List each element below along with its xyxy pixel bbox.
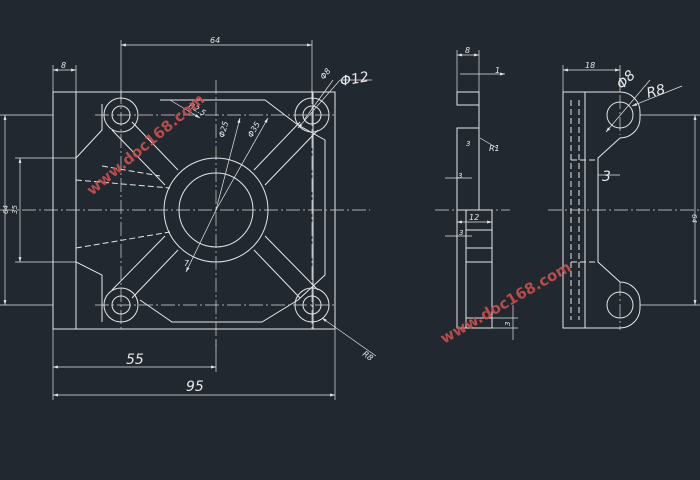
- side-outline: [562, 91, 641, 329]
- sect-dim-r1: R1: [489, 144, 500, 153]
- sect-dim-8: 8: [465, 46, 470, 55]
- bolt-hole-bottom-left: [103, 287, 139, 323]
- central-boss-outer: [163, 157, 269, 263]
- dim-phi12: Φ12: [339, 69, 370, 90]
- sect-dim-1: 1: [495, 66, 500, 75]
- bolt-hole-bottom-right: [294, 287, 330, 323]
- dim-7: 7: [184, 259, 190, 268]
- dim-35: 35: [11, 205, 19, 214]
- dim-phi8: Φ8: [318, 67, 332, 82]
- side-view: 18 Φ8 R8 3 64: [548, 61, 700, 330]
- side-hole-bottom: [606, 291, 634, 319]
- section-view: 8 1 R1 3 3 12 3 3: [435, 46, 518, 340]
- rib-outline-right: [139, 99, 326, 323]
- side-dim-3: 3: [602, 169, 611, 185]
- dim-r8-front: R8: [361, 349, 375, 362]
- side-hole-top: [606, 101, 634, 129]
- watermark-2: www.doc168.com: [437, 258, 574, 348]
- dim-64-top: 64: [210, 36, 220, 45]
- dim-64-left: 64: [2, 205, 10, 214]
- front-view: 64 8 Φ12 Φ8 R2.5 Φ25 Φ35 7 R8 64 35: [0, 36, 377, 400]
- dim-55: 55: [126, 352, 144, 368]
- side-dim-phi8: Φ8: [614, 67, 639, 92]
- dim-8-top: 8: [61, 61, 66, 70]
- hidden-line-2: [75, 231, 171, 249]
- sect-dim-3d: 3: [504, 322, 512, 326]
- dim-phi35: Φ35: [246, 120, 262, 139]
- side-dim-64: 64: [690, 214, 698, 223]
- sect-dim-12: 12: [469, 213, 479, 222]
- sect-dim-3c: 3: [459, 229, 463, 237]
- sect-dim-3b: 3: [458, 172, 462, 180]
- side-dim-18: 18: [585, 61, 595, 70]
- plate-outline: [52, 91, 336, 330]
- dim-phi25: Φ25: [217, 120, 230, 138]
- sect-dim-3a: 3: [466, 140, 470, 148]
- hidden-line-1: [75, 179, 171, 189]
- central-bore: [178, 172, 254, 248]
- side-dim-r8: R8: [645, 82, 667, 102]
- rib-outline-left: [75, 104, 103, 322]
- dim-95: 95: [186, 379, 204, 395]
